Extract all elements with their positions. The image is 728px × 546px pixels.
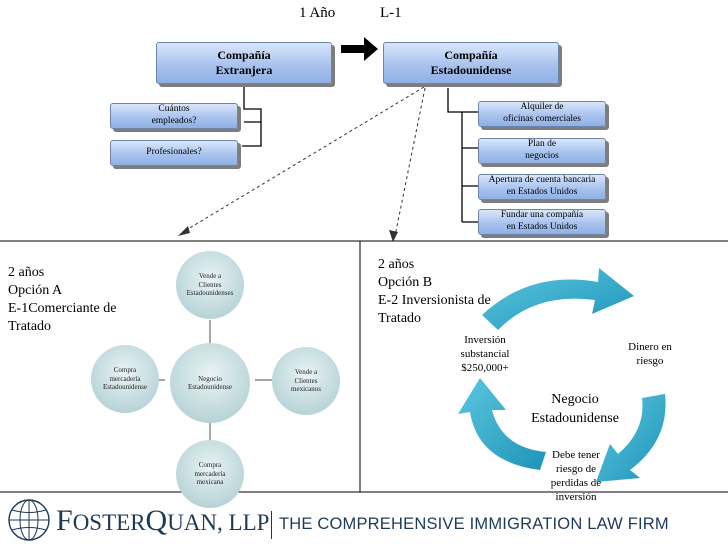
us-company-box: Compañía Estadounidense <box>383 42 559 84</box>
foreign-company-box: Compañía Extranjera <box>156 42 332 84</box>
employees-box: Cuántos empleados? <box>110 103 238 129</box>
sell-us-clients-circle: Vende a Clientes Estadounidenses <box>176 251 244 319</box>
cycle-arrow-right <box>596 394 666 482</box>
investment-text: Inversión substancial $250,000+ <box>460 334 510 374</box>
found-company-box: Fundar una compañía en Estados Unidos <box>478 209 606 235</box>
visa-label: L-1 <box>380 5 402 21</box>
option-b-label: 2 años Opción B E-2 Inversionista de Tra… <box>378 257 491 326</box>
firm-tagline: THE COMPREHENSIVE IMMIGRATION LAW FIRM <box>279 515 669 533</box>
risk-text: Dinero en riesgo <box>628 341 672 367</box>
us-business-text-b: Negocio Estadounidense <box>531 392 619 426</box>
us-business-circle-a: Negocio Estadounidense <box>170 343 250 423</box>
professionals-box: Profesionales? <box>110 140 238 166</box>
arrow-head <box>364 37 378 61</box>
cycle-arrow-left <box>458 378 546 470</box>
business-plan-box: Plan de negocios <box>478 138 606 164</box>
globe-logo-icon <box>8 499 50 541</box>
loss-risk-text: Debe tener riesgo de perdidas de inversi… <box>550 449 602 503</box>
option-a-label: 2 años Opción A E-1Comerciante de Tratad… <box>8 265 117 334</box>
period-label: 1 Año <box>299 5 336 21</box>
arrow-shaft <box>341 45 365 53</box>
bank-account-box: Apertura de cuenta bancaria en Estados U… <box>478 174 606 200</box>
cycle-arrow-top <box>482 268 634 330</box>
office-rental-box: Alquiler de oficinas comerciales <box>478 101 606 127</box>
footer-divider <box>271 511 272 539</box>
firm-logo: FOSTERQUAN, LLP <box>56 504 270 537</box>
buy-us-goods-circle: Compra mercadería Estadounidense <box>91 345 159 413</box>
buy-mexican-goods-circle: Compra mercadería mexicana <box>176 440 244 508</box>
sell-mexican-clients-circle: Vende a Clientes mexicanos <box>272 347 340 415</box>
